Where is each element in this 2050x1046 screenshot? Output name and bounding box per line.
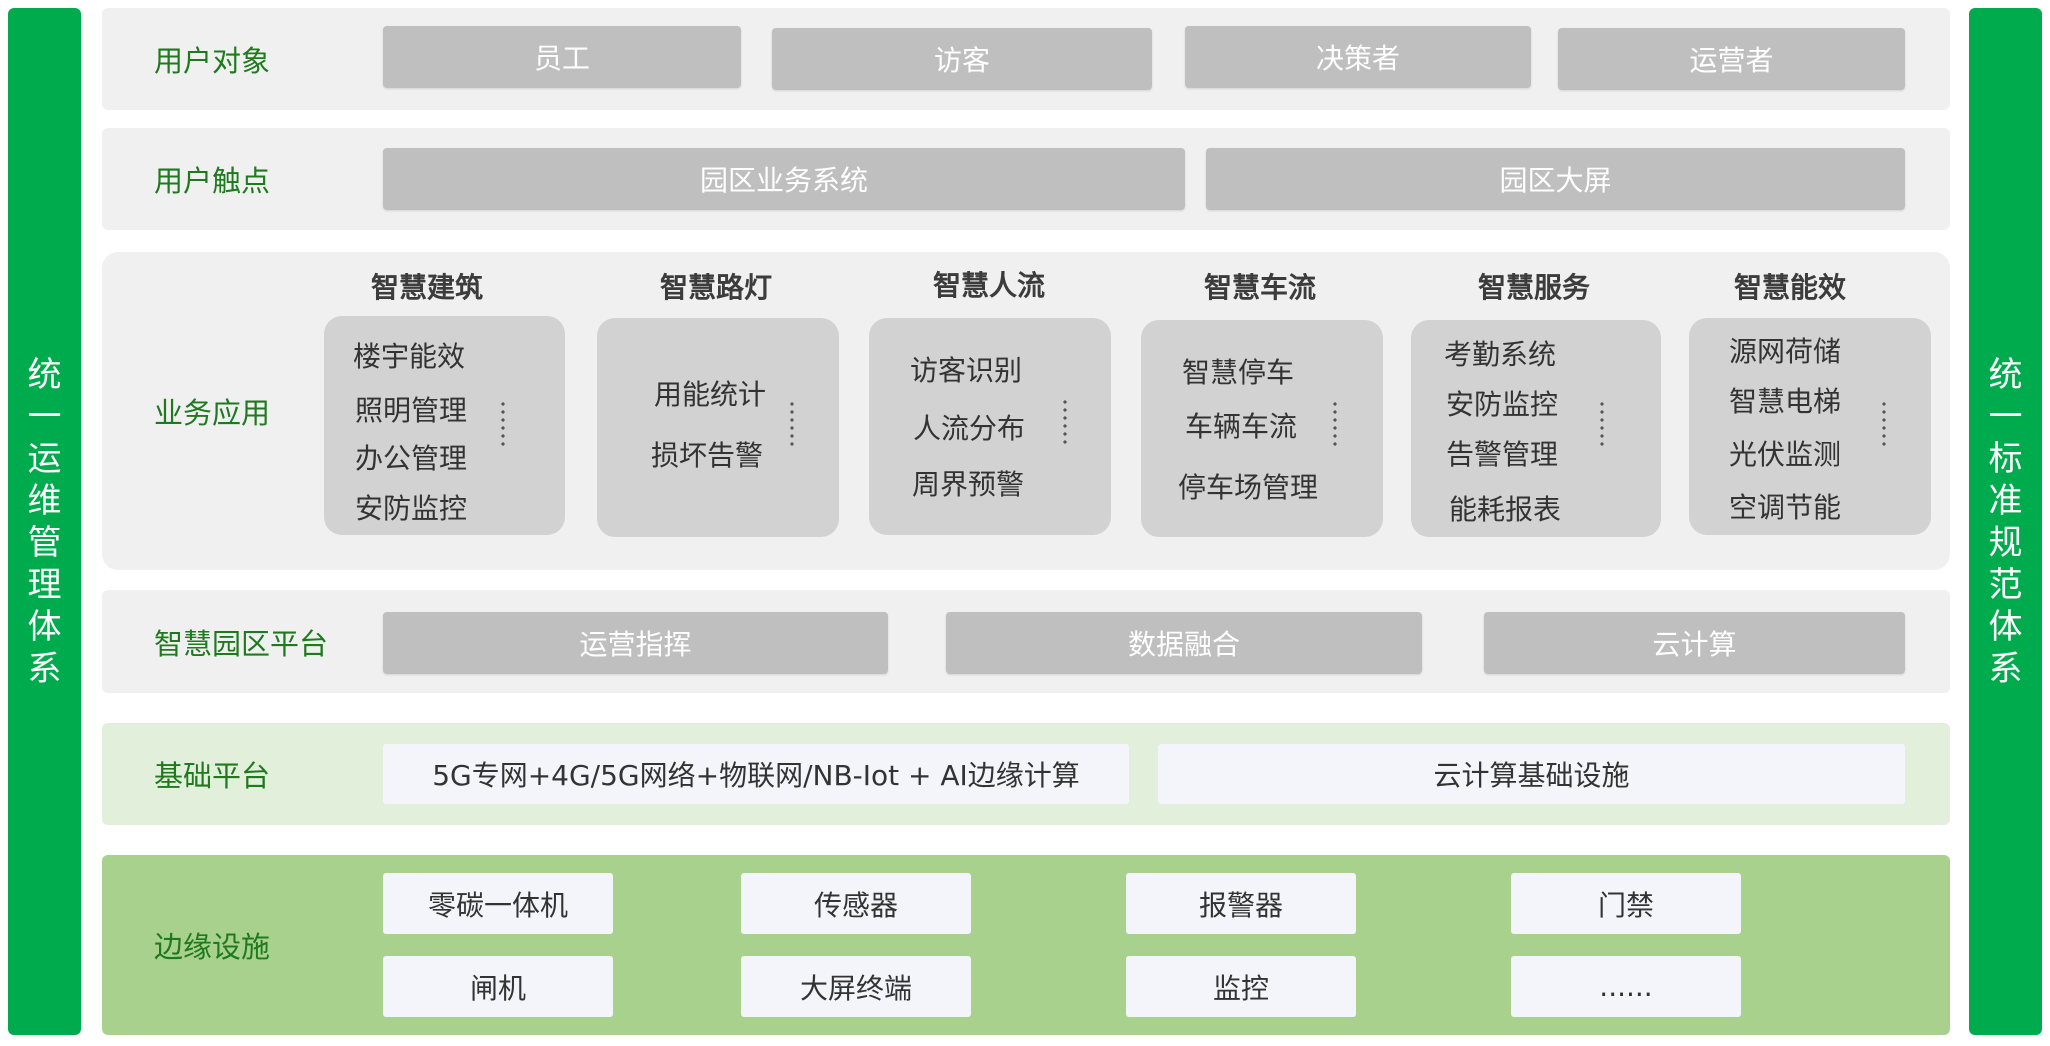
edge-device-box: 监控 (1126, 956, 1356, 1017)
edge-device-box: 大屏终端 (741, 956, 971, 1017)
app-item: 告警管理 (1446, 438, 1559, 471)
left-side-label: 统一运维管理体系 (27, 354, 62, 689)
user-touchpoints-label: 用户触点 (154, 164, 271, 198)
more-ellipsis-icon (1600, 400, 1604, 446)
app-item: 车辆车流 (1185, 410, 1298, 443)
app-item: 周界预警 (912, 468, 1025, 501)
app-item: 访客识别 (910, 354, 1023, 387)
more-ellipsis-icon (1882, 400, 1886, 446)
app-group-title: 智慧能效 (1733, 271, 1846, 304)
app-item: 楼宇能效 (353, 340, 466, 373)
app-item: 源网荷储 (1729, 335, 1842, 368)
right-side-bar: 统一标准规范体系 (1969, 8, 2042, 1035)
platform-box: 数据融合 (946, 612, 1422, 674)
app-item: 用能统计 (654, 378, 767, 411)
base-platform-label: 基础平台 (154, 759, 271, 793)
user-object-box: 访客 (772, 28, 1152, 90)
more-ellipsis-icon (1333, 400, 1337, 446)
user-object-box: 员工 (383, 26, 741, 88)
edge-device-box: 门禁 (1511, 873, 1741, 934)
app-item: 智慧停车 (1182, 356, 1295, 389)
edge-device-box: 报警器 (1126, 873, 1356, 934)
app-item: 空调节能 (1729, 491, 1842, 524)
edge-device-box: 闸机 (383, 956, 613, 1017)
platform-box: 运营指挥 (383, 612, 888, 674)
edge-device-box: ...... (1511, 956, 1741, 1017)
touchpoint-box: 园区业务系统 (383, 148, 1185, 210)
edge-label: 边缘设施 (154, 930, 271, 964)
app-item: 停车场管理 (1178, 471, 1319, 504)
app-item: 照明管理 (355, 394, 468, 427)
more-ellipsis-icon (501, 400, 505, 446)
app-group-title: 智慧车流 (1203, 271, 1316, 304)
app-group-card (597, 318, 839, 537)
left-side-bar: 统一运维管理体系 (8, 8, 81, 1035)
app-group-title: 智慧人流 (932, 269, 1045, 302)
app-group-title: 智慧建筑 (370, 271, 483, 304)
user-object-box: 决策者 (1185, 26, 1531, 88)
touchpoint-box: 园区大屏 (1206, 148, 1905, 210)
base-platform-box: 云计算基础设施 (1158, 744, 1905, 804)
app-group-card (1689, 318, 1931, 535)
app-group-card (324, 316, 565, 535)
app-item: 光伏监测 (1729, 438, 1842, 471)
business-apps-label: 业务应用 (154, 396, 271, 430)
app-item: 损坏告警 (651, 439, 764, 472)
smart-platform-label: 智慧园区平台 (154, 626, 329, 661)
more-ellipsis-icon (790, 400, 794, 446)
app-item: 人流分布 (913, 412, 1026, 445)
edge-device-box: 传感器 (741, 873, 971, 934)
edge-device-box: 零碳一体机 (383, 873, 613, 934)
app-item: 办公管理 (355, 442, 468, 475)
platform-box: 云计算 (1484, 612, 1905, 674)
app-item: 安防监控 (1446, 388, 1559, 421)
app-group-card (1141, 320, 1383, 537)
app-item: 安防监控 (355, 492, 468, 525)
right-side-label: 统一标准规范体系 (1988, 354, 2023, 689)
app-item: 能耗报表 (1449, 493, 1562, 526)
app-group-title: 智慧路灯 (659, 271, 772, 304)
user-object-box: 运营者 (1558, 28, 1905, 90)
app-item: 考勤系统 (1444, 338, 1557, 371)
user-objects-label: 用户对象 (154, 44, 271, 78)
app-group-title: 智慧服务 (1477, 271, 1590, 304)
more-ellipsis-icon (1063, 398, 1067, 444)
base-platform-box: 5G专网+4G/5G网络+物联网/NB-Iot + AI边缘计算 (383, 744, 1129, 804)
app-group-card (869, 318, 1111, 535)
app-item: 智慧电梯 (1729, 385, 1842, 418)
app-group-card (1411, 320, 1661, 537)
